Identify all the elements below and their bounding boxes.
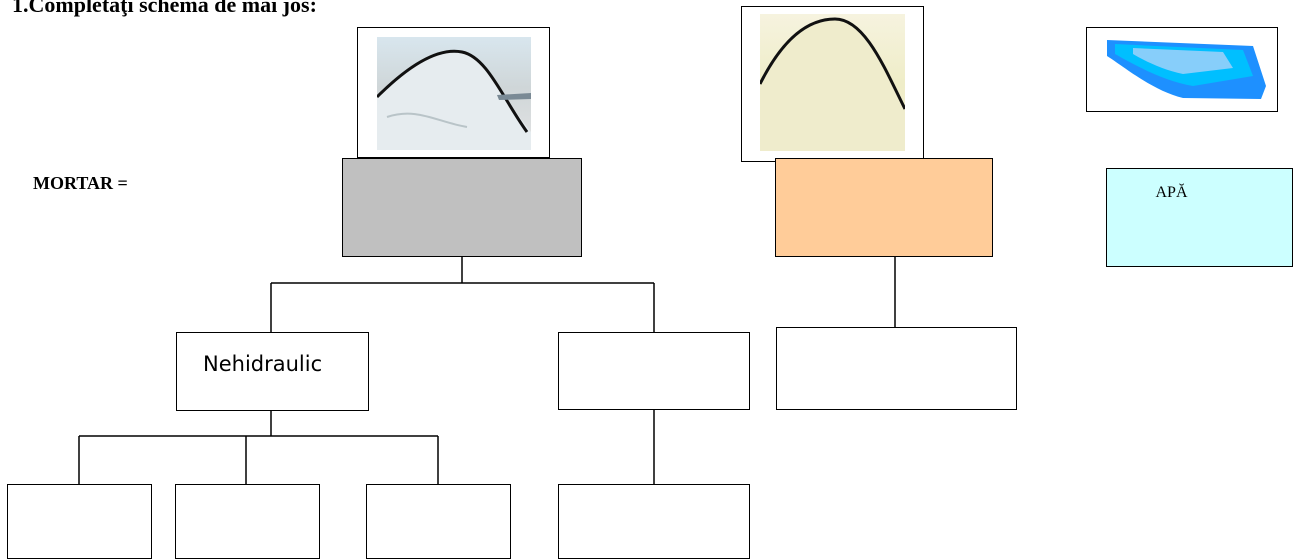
water-label: APĂ	[1155, 184, 1188, 201]
hydraulic-box[interactable]	[558, 332, 750, 410]
nehidraulic-overflow-text: e	[201, 395, 235, 401]
binder-heap-picture	[377, 37, 531, 150]
leaf-box-4[interactable]	[558, 484, 750, 559]
nehidraulic-label: Nehidraulic	[203, 352, 323, 376]
mortar-label: MORTAR =	[33, 173, 128, 193]
leaf-box-1[interactable]	[7, 484, 152, 559]
aggregate-child-box[interactable]	[776, 327, 1017, 410]
leaf-box-2[interactable]	[175, 484, 320, 559]
water-box	[1106, 168, 1293, 267]
nehidraulic-box[interactable]	[176, 332, 369, 411]
sand-heap-picture	[760, 14, 905, 151]
water-picture	[1103, 36, 1266, 100]
aggregate-box	[775, 158, 993, 257]
binder-box	[342, 158, 582, 257]
leaf-box-3[interactable]	[366, 484, 511, 559]
exercise-title: 1.Completaţi schema de mai jos:	[12, 0, 317, 17]
